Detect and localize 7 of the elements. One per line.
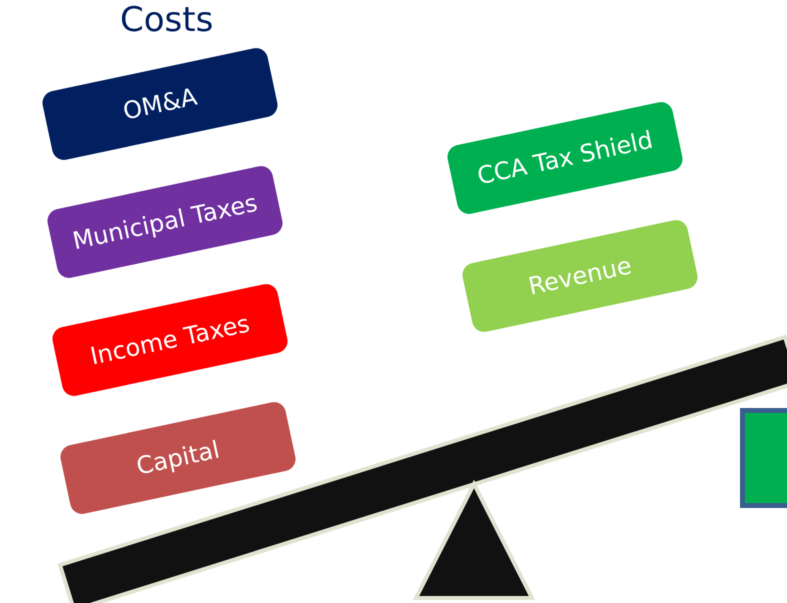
block-label: CCA Tax Shield xyxy=(474,126,656,190)
square-block xyxy=(740,408,787,508)
heading-text: Costs xyxy=(120,0,214,40)
block-label: Income Taxes xyxy=(88,309,252,371)
block-label: Revenue xyxy=(526,251,634,301)
block-label: OM&A xyxy=(120,82,200,126)
block-label: Capital xyxy=(134,436,222,480)
